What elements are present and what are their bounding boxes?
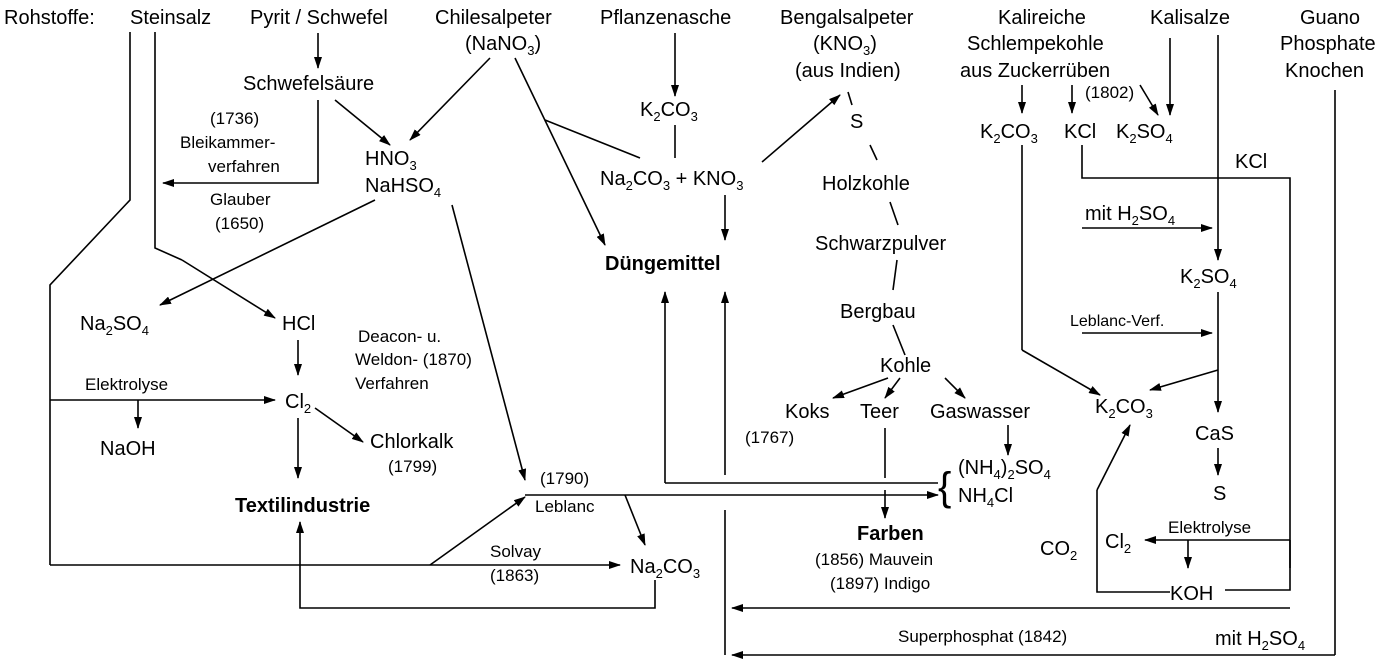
farben-label: Farben <box>857 523 924 545</box>
weldon-label: Weldon- (1870) <box>355 350 472 369</box>
nahso4-label: NaHSO4 <box>365 175 441 200</box>
holzkohle-label: Holzkohle <box>822 173 910 195</box>
k2co3-right-label: K2CO3 <box>980 121 1038 146</box>
k2so4-right-label: K2SO4 <box>1116 121 1173 146</box>
brace: { <box>938 465 951 509</box>
year-1767: (1767) <box>745 428 794 447</box>
aus-indien-label: (aus Indien) <box>795 60 901 82</box>
na2so4-label: Na2SO4 <box>80 313 149 338</box>
superphosphat-label: Superphosphat (1842) <box>898 627 1067 646</box>
chlorkalk-label: Chlorkalk <box>370 431 454 453</box>
cl2-mid-label: Cl2 <box>285 391 311 416</box>
mauvein-label: (1856) Mauvein <box>815 550 933 569</box>
schwefelsaeure-label: Schwefelsäure <box>243 73 374 95</box>
rohstoffe-label: Rohstoffe: <box>4 7 95 29</box>
cas-label: CaS <box>1195 423 1234 445</box>
chilesalpeter-label: Chilesalpeter <box>435 7 552 29</box>
koks-label: Koks <box>785 401 829 423</box>
s-bottom-label: S <box>1213 483 1226 505</box>
leblanc-verf-label: Leblanc-Verf. <box>1070 313 1164 330</box>
phosphate-label: Phosphate <box>1280 33 1376 55</box>
hcl-label: HCl <box>282 313 315 335</box>
year-1799: (1799) <box>388 457 437 476</box>
verfahren-label-2: Verfahren <box>355 374 429 393</box>
deacon-label: Deacon- u. <box>358 327 441 346</box>
na2co3-kno3-label: Na2CO3 + KNO3 <box>600 168 743 193</box>
steinsalz-label: Steinsalz <box>130 7 211 29</box>
gaswasser-label: Gaswasser <box>930 401 1030 423</box>
cl2-right-label: Cl2 <box>1105 531 1131 556</box>
year-1790: (1790) <box>540 469 589 488</box>
verfahren-label-1: verfahren <box>208 157 280 176</box>
aus-zuckerrueben-label: aus Zuckerrüben <box>960 60 1110 82</box>
kalireiche-label: Kalireiche <box>998 7 1086 29</box>
indigo-label: (1897) Indigo <box>830 574 930 593</box>
knochen-label: Knochen <box>1285 60 1364 82</box>
k2co3-top-label: K2CO3 <box>640 99 698 124</box>
text-labels: Rohstoffe: Steinsalz Pyrit / Schwefel Ch… <box>4 7 1376 653</box>
mit-h2so4-bottom: mit H2SO4 <box>1215 628 1305 653</box>
bergbau-label: Bergbau <box>840 301 916 323</box>
year-1650: (1650) <box>215 214 264 233</box>
glauber-label: Glauber <box>210 190 271 209</box>
schlempekohle-label: Schlempekohle <box>967 33 1104 55</box>
nh4-2so4-label: (NH4)2SO4 <box>958 457 1051 482</box>
pflanzenasche-label: Pflanzenasche <box>600 7 731 29</box>
year-1802: (1802) <box>1085 83 1134 102</box>
kcl-right-label: KCl <box>1064 121 1096 143</box>
naoh-label: NaOH <box>100 438 156 460</box>
teer-label: Teer <box>860 401 899 423</box>
bleikammer-label: Bleikammer- <box>180 133 275 152</box>
kohle-label: Kohle <box>880 355 931 377</box>
nano3-label: (NaNO3) <box>465 33 541 58</box>
elektrolyse-label-1: Elektrolyse <box>85 375 168 394</box>
k2co3-right2-label: K2CO3 <box>1095 396 1153 421</box>
year-1863: (1863) <box>490 566 539 585</box>
co2-label: CO2 <box>1040 538 1077 563</box>
koh-label: KOH <box>1170 583 1213 605</box>
textil-label: Textilindustrie <box>235 495 370 517</box>
year-1736: (1736) <box>210 109 259 128</box>
elektrolyse-label-2: Elektrolyse <box>1168 518 1251 537</box>
solvay-label: Solvay <box>490 542 542 561</box>
na2co3-bottom-label: Na2CO3 <box>630 556 700 581</box>
duengemittel-label: Düngemittel <box>605 253 721 275</box>
kno3-paren-label: (KNO3) <box>813 33 877 58</box>
bengalsalpeter-label: Bengalsalpeter <box>780 7 914 29</box>
leblanc-label: Leblanc <box>535 497 595 516</box>
connector-lines <box>49 32 1336 659</box>
guano-label: Guano <box>1300 7 1360 29</box>
k2so4-right2-label: K2SO4 <box>1180 266 1237 291</box>
nh4cl-label: NH4Cl <box>958 485 1013 510</box>
kalisalze-label: Kalisalze <box>1150 7 1230 29</box>
schwarzpulver-label: Schwarzpulver <box>815 233 947 255</box>
s-label: S <box>850 111 863 133</box>
kcl-right2-label: KCl <box>1235 151 1267 173</box>
hno3-label: HNO3 <box>365 148 417 173</box>
pyrit-label: Pyrit / Schwefel <box>250 7 388 29</box>
mit-h2so4-right: mit H2SO4 <box>1085 203 1175 228</box>
